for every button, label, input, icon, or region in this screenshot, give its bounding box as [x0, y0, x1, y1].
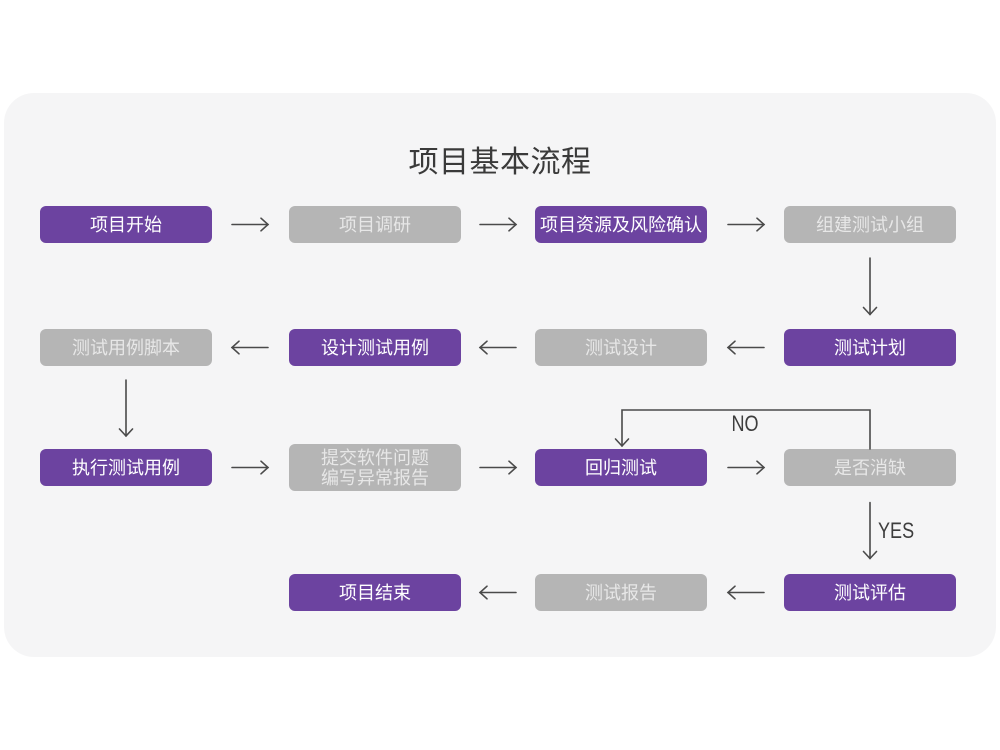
flow-node-defect-resolved: 是否消缺	[784, 449, 956, 486]
yes-branch-label: YES	[878, 518, 915, 543]
flow-node-regression-test: 回归测试	[535, 449, 707, 486]
flow-node-test-case-script: 测试用例脚本	[40, 329, 212, 366]
flow-node-project-start: 项目开始	[40, 206, 212, 243]
flow-node-build-test-team: 组建测试小组	[784, 206, 956, 243]
flow-node-design-test-case: 设计测试用例	[289, 329, 461, 366]
flow-node-project-research: 项目调研	[289, 206, 461, 243]
flow-node-line-1: 提交软件问题	[321, 447, 429, 468]
flow-node-test-evaluation: 测试评估	[784, 574, 956, 611]
flow-node-line-2: 编写异常报告	[321, 467, 429, 488]
flow-node-project-end: 项目结束	[289, 574, 461, 611]
flow-node-resources-risk-confirm: 项目资源及风险确认	[535, 206, 707, 243]
flow-node-submit-issue-report: 提交软件问题 编写异常报告	[289, 444, 461, 491]
diagram-card	[4, 93, 996, 657]
flow-node-test-design: 测试设计	[535, 329, 707, 366]
flow-node-test-report: 测试报告	[535, 574, 707, 611]
diagram-title: 项目基本流程	[408, 146, 592, 179]
no-branch-label: NO	[731, 411, 759, 436]
flow-node-test-plan: 测试计划	[784, 329, 956, 366]
flow-node-execute-test-case: 执行测试用例	[40, 449, 212, 486]
